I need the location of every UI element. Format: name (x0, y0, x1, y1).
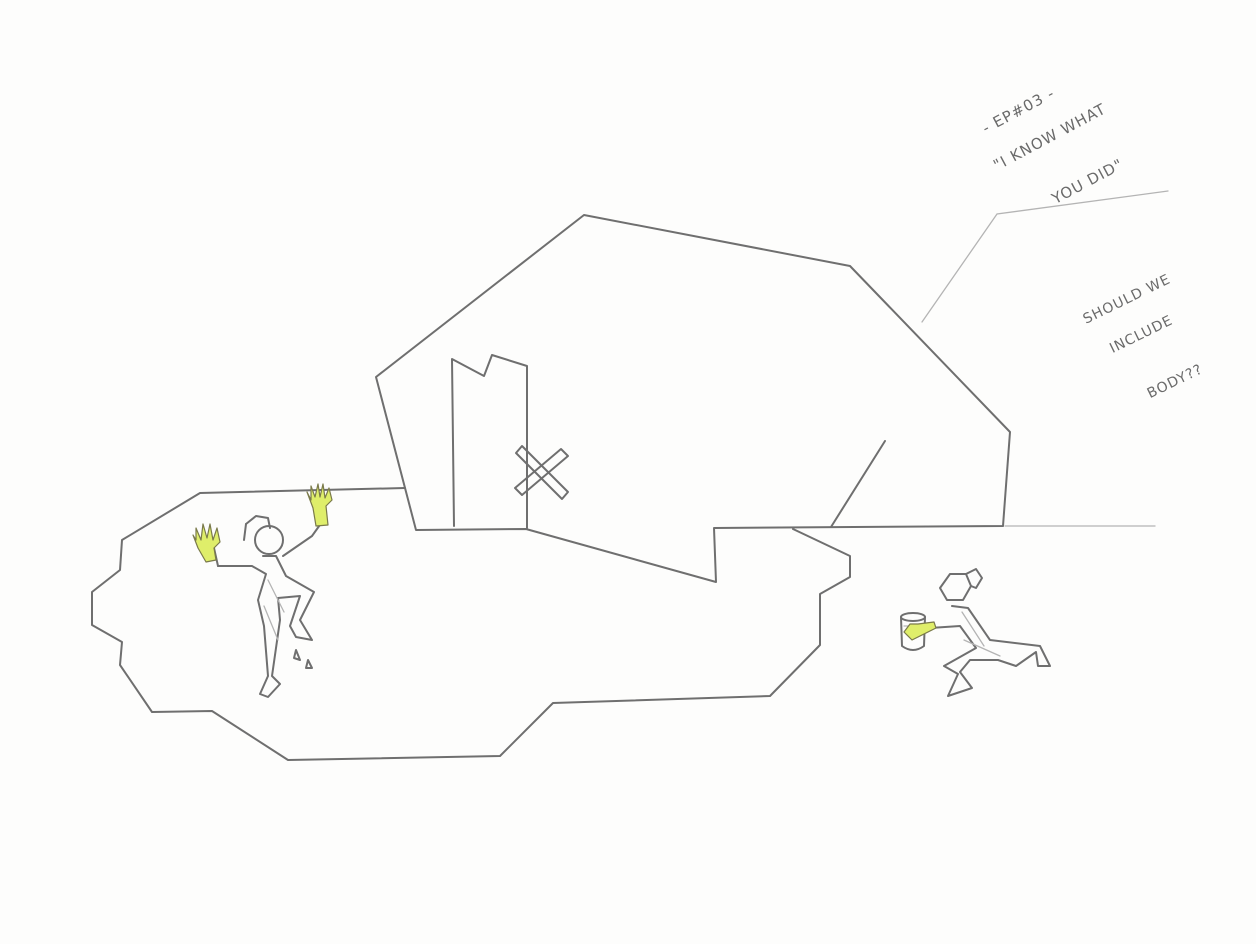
note-pointer-lines (921, 190, 1169, 323)
right-glove-icon (306, 483, 333, 527)
question-line-3: BODY?? (1144, 361, 1206, 402)
question-line-2: INCLUDE (1107, 312, 1176, 357)
left-glove-icon (192, 523, 221, 563)
x-mark-icon (514, 445, 569, 500)
floor-outline (91, 487, 1156, 761)
left-figure (213, 515, 323, 698)
door (451, 354, 528, 529)
bucket-glove-icon (903, 621, 937, 641)
right-figure (929, 568, 1051, 697)
building-outline (375, 214, 1011, 583)
